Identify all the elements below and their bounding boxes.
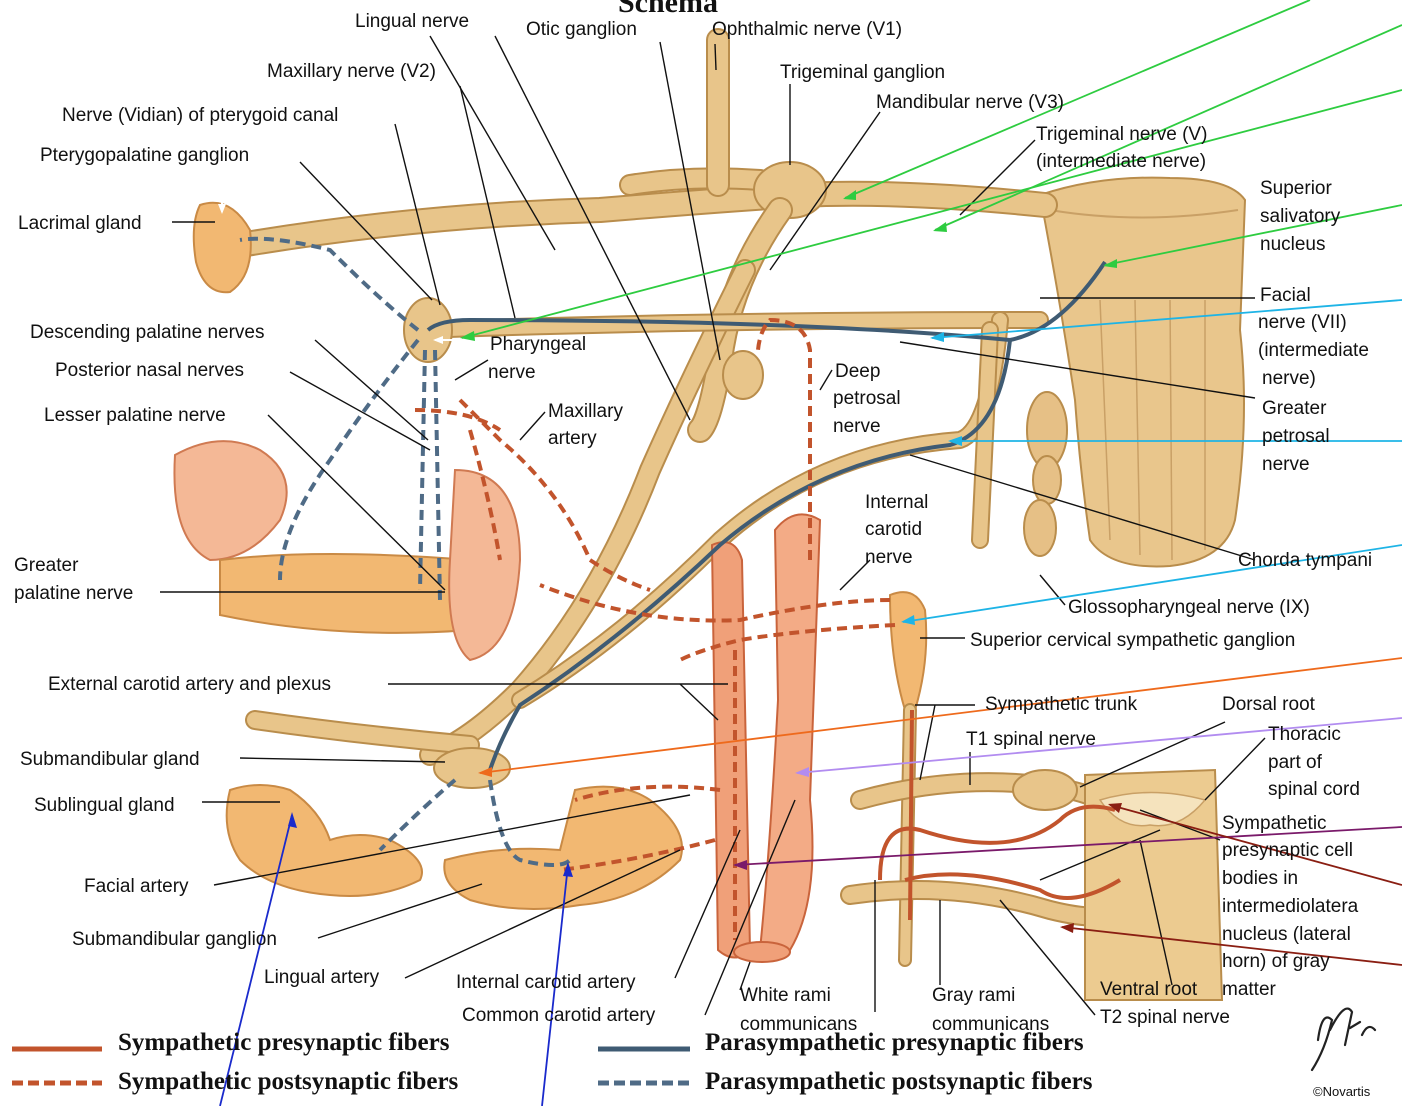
palate-region xyxy=(174,441,520,660)
label-maxillary-nerve: Maxillary nerve (V2) xyxy=(267,61,436,82)
label-pharyngeal-nerve-2: nerve xyxy=(488,362,536,383)
label-greater-petrosal-3: nerve xyxy=(1262,454,1310,475)
brainstem xyxy=(1024,178,1245,567)
lacrimal-gland-shape xyxy=(194,203,251,292)
label-sym-cell-6: horn) of gray xyxy=(1222,951,1330,972)
label-dorsal-root: Dorsal root xyxy=(1222,694,1316,715)
label-sublingual-gland: Sublingual gland xyxy=(34,795,175,816)
label-facial-nerve-1: Facial xyxy=(1260,285,1311,306)
label-deep-petrosal-3: nerve xyxy=(833,416,881,437)
legend: Sympathetic presynaptic fibers Sympathet… xyxy=(12,1029,1093,1095)
spinal-cord xyxy=(1085,770,1222,1000)
netter-signature xyxy=(1312,1009,1375,1070)
label-sym-cell-3: bodies in xyxy=(1222,868,1298,889)
label-ventral-root: Ventral root xyxy=(1100,979,1198,1000)
label-thoracic-3: spinal cord xyxy=(1268,779,1360,800)
diagram-title: Schema xyxy=(618,0,718,19)
label-t1-spinal: T1 spinal nerve xyxy=(966,729,1096,750)
label-glossopharyngeal: Glossopharyngeal nerve (IX) xyxy=(1068,597,1310,618)
label-pharyngeal-nerve-1: Pharyngeal xyxy=(490,334,586,355)
label-facial-nerve-4: nerve) xyxy=(1262,368,1316,389)
label-greater-palatine-1: Greater xyxy=(14,555,79,576)
label-superior-salivatory-2: salivatory xyxy=(1260,206,1341,227)
label-otic-ganglion: Otic ganglion xyxy=(526,19,637,40)
label-sympathetic-trunk: Sympathetic trunk xyxy=(985,694,1138,715)
label-internal-carotid-artery: Internal carotid artery xyxy=(456,972,636,993)
credit-text: ©Novartis xyxy=(1313,1084,1371,1099)
label-matter: matter xyxy=(1222,979,1277,1000)
label-facial-nerve-3: (intermediate xyxy=(1258,340,1369,361)
label-greater-petrosal-2: petrosal xyxy=(1262,426,1330,447)
label-greater-palatine-2: palatine nerve xyxy=(14,583,133,604)
label-submandibular-gland: Submandibular gland xyxy=(20,749,200,770)
label-deep-petrosal-1: Deep xyxy=(835,361,880,382)
label-lesser-palatine: Lesser palatine nerve xyxy=(44,405,226,426)
label-sym-cell-5: nucleus (lateral xyxy=(1222,924,1351,945)
label-sym-cell-1: Sympathetic xyxy=(1222,813,1327,834)
label-internal-carotid-nerve-1: Internal xyxy=(865,492,928,513)
label-lacrimal-gland: Lacrimal gland xyxy=(18,213,142,234)
label-pterygopalatine-ganglion: Pterygopalatine ganglion xyxy=(40,145,249,166)
label-superior-salivatory-1: Superior xyxy=(1260,178,1332,199)
label-submandibular-ganglion: Submandibular ganglion xyxy=(72,929,277,950)
label-trigeminal-ganglion: Trigeminal ganglion xyxy=(780,62,945,83)
label-descending-palatine: Descending palatine nerves xyxy=(30,322,265,343)
label-mandibular-nerve: Mandibular nerve (V3) xyxy=(876,92,1064,113)
legend-label-sym-post: Sympathetic postsynaptic fibers xyxy=(118,1068,459,1095)
label-gray-rami-1: Gray rami xyxy=(932,985,1015,1006)
label-trigeminal-nerve-1: Trigeminal nerve (V) xyxy=(1036,124,1207,145)
trigeminal-nerve-trunk xyxy=(240,40,1045,788)
label-lingual-nerve: Lingual nerve xyxy=(355,11,469,32)
label-superior-cervical: Superior cervical sympathetic ganglion xyxy=(970,630,1295,651)
label-greater-petrosal-1: Greater xyxy=(1262,398,1327,419)
label-facial-nerve-2: nerve (VII) xyxy=(1258,312,1347,333)
label-common-carotid-artery: Common carotid artery xyxy=(462,1005,656,1026)
label-external-carotid: External carotid artery and plexus xyxy=(48,674,331,695)
anatomy-illustration xyxy=(174,40,1245,1000)
label-lingual-artery: Lingual artery xyxy=(264,967,380,988)
label-thoracic-2: part of xyxy=(1268,752,1323,773)
label-facial-artery: Facial artery xyxy=(84,876,189,897)
label-trigeminal-nerve-2: (intermediate nerve) xyxy=(1036,151,1206,172)
label-t2-spinal: T2 spinal nerve xyxy=(1100,1007,1230,1028)
salivary-glands xyxy=(227,785,682,909)
label-vidian-nerve: Nerve (Vidian) of pterygoid canal xyxy=(62,105,338,126)
label-maxillary-artery-2: artery xyxy=(548,428,597,449)
label-deep-petrosal-2: petrosal xyxy=(833,388,901,409)
legend-label-par-pre: Parasympathetic presynaptic fibers xyxy=(705,1029,1084,1056)
label-sym-cell-2: presynaptic cell xyxy=(1222,840,1353,861)
legend-label-sym-pre: Sympathetic presynaptic fibers xyxy=(118,1029,450,1056)
label-thoracic-1: Thoracic xyxy=(1268,724,1341,745)
legend-label-par-post: Parasympathetic postsynaptic fibers xyxy=(705,1068,1093,1095)
label-posterior-nasal: Posterior nasal nerves xyxy=(55,360,244,381)
label-internal-carotid-nerve-2: carotid xyxy=(865,519,922,540)
label-maxillary-artery-1: Maxillary xyxy=(548,401,623,422)
label-chorda-tympani: Chorda tympani xyxy=(1238,550,1372,571)
label-white-rami-1: White rami xyxy=(740,985,831,1006)
label-internal-carotid-nerve-3: nerve xyxy=(865,547,913,568)
label-superior-salivatory-3: nucleus xyxy=(1260,234,1326,255)
label-sym-cell-4: intermediolatera xyxy=(1222,896,1359,917)
label-ophthalmic-nerve: Ophthalmic nerve (V1) xyxy=(712,19,902,40)
